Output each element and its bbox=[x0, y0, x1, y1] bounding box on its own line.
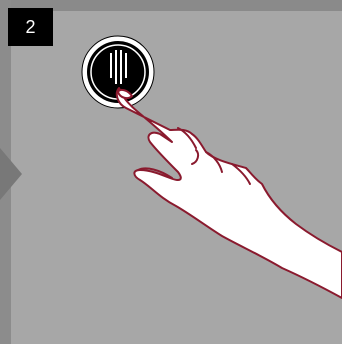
pointing-hand-icon bbox=[117, 88, 342, 298]
